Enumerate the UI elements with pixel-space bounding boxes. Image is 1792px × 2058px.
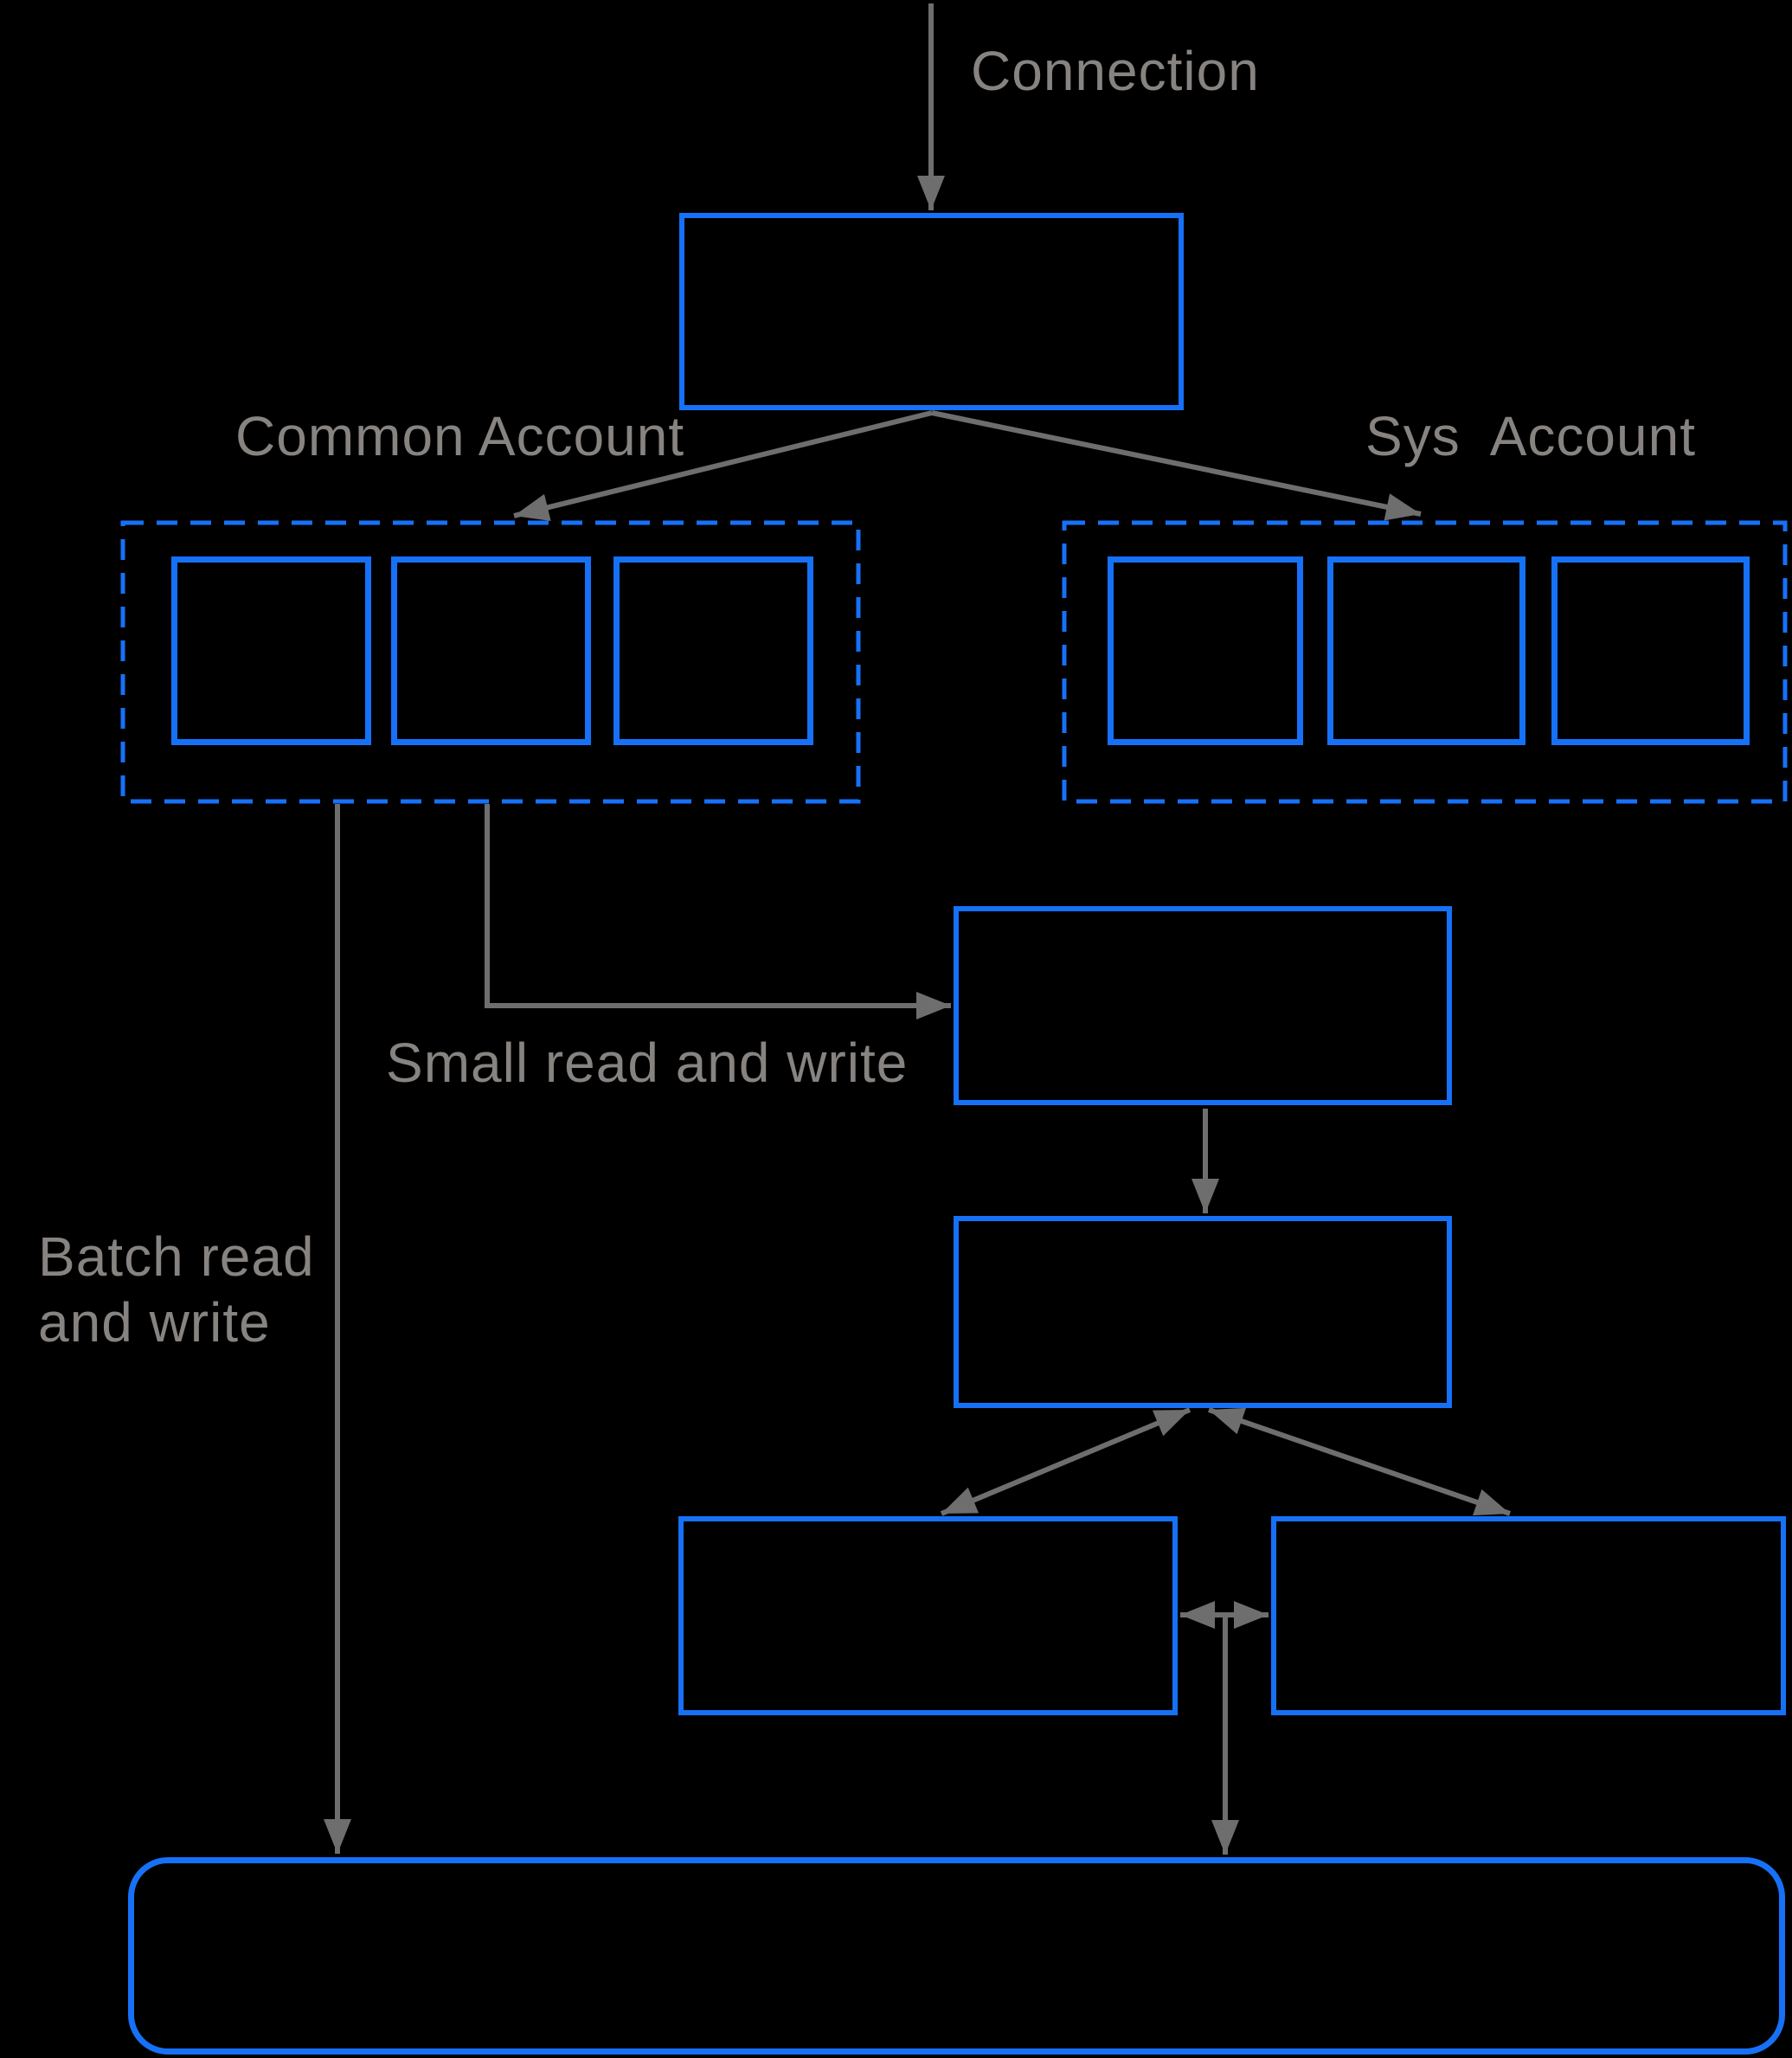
common-branch-arrow (513, 410, 933, 521)
left-exchange-arrow (940, 1407, 1191, 1516)
common-account-slot-1 (171, 556, 371, 745)
small-read-write-arrow (485, 804, 951, 1019)
top-box (679, 213, 1184, 410)
middle-box-2 (954, 1216, 1452, 1408)
sys-account-slot-1 (1108, 556, 1303, 745)
common-account-slot-2 (391, 556, 591, 745)
bottom-bar-box (128, 1857, 1785, 2055)
lower-left-box (678, 1516, 1178, 1715)
right-exchange-arrow (1208, 1407, 1511, 1516)
lower-right-box (1271, 1516, 1786, 1715)
sys-account-slot-3 (1551, 556, 1750, 745)
middle-box-1 (954, 906, 1452, 1105)
batch-read-write-label: Batch read and write (38, 1225, 315, 1354)
sys-branch-arrow (931, 410, 1422, 521)
sys-account-label: Sys Account (1365, 405, 1696, 467)
common-account-label: Common Account (235, 405, 685, 467)
sys-account-container (1062, 520, 1788, 804)
sys-account-slot-2 (1327, 556, 1525, 745)
connection-label: Connection (971, 40, 1260, 102)
small-read-write-label: Small read and write (386, 1032, 909, 1094)
common-account-slot-3 (613, 556, 813, 745)
